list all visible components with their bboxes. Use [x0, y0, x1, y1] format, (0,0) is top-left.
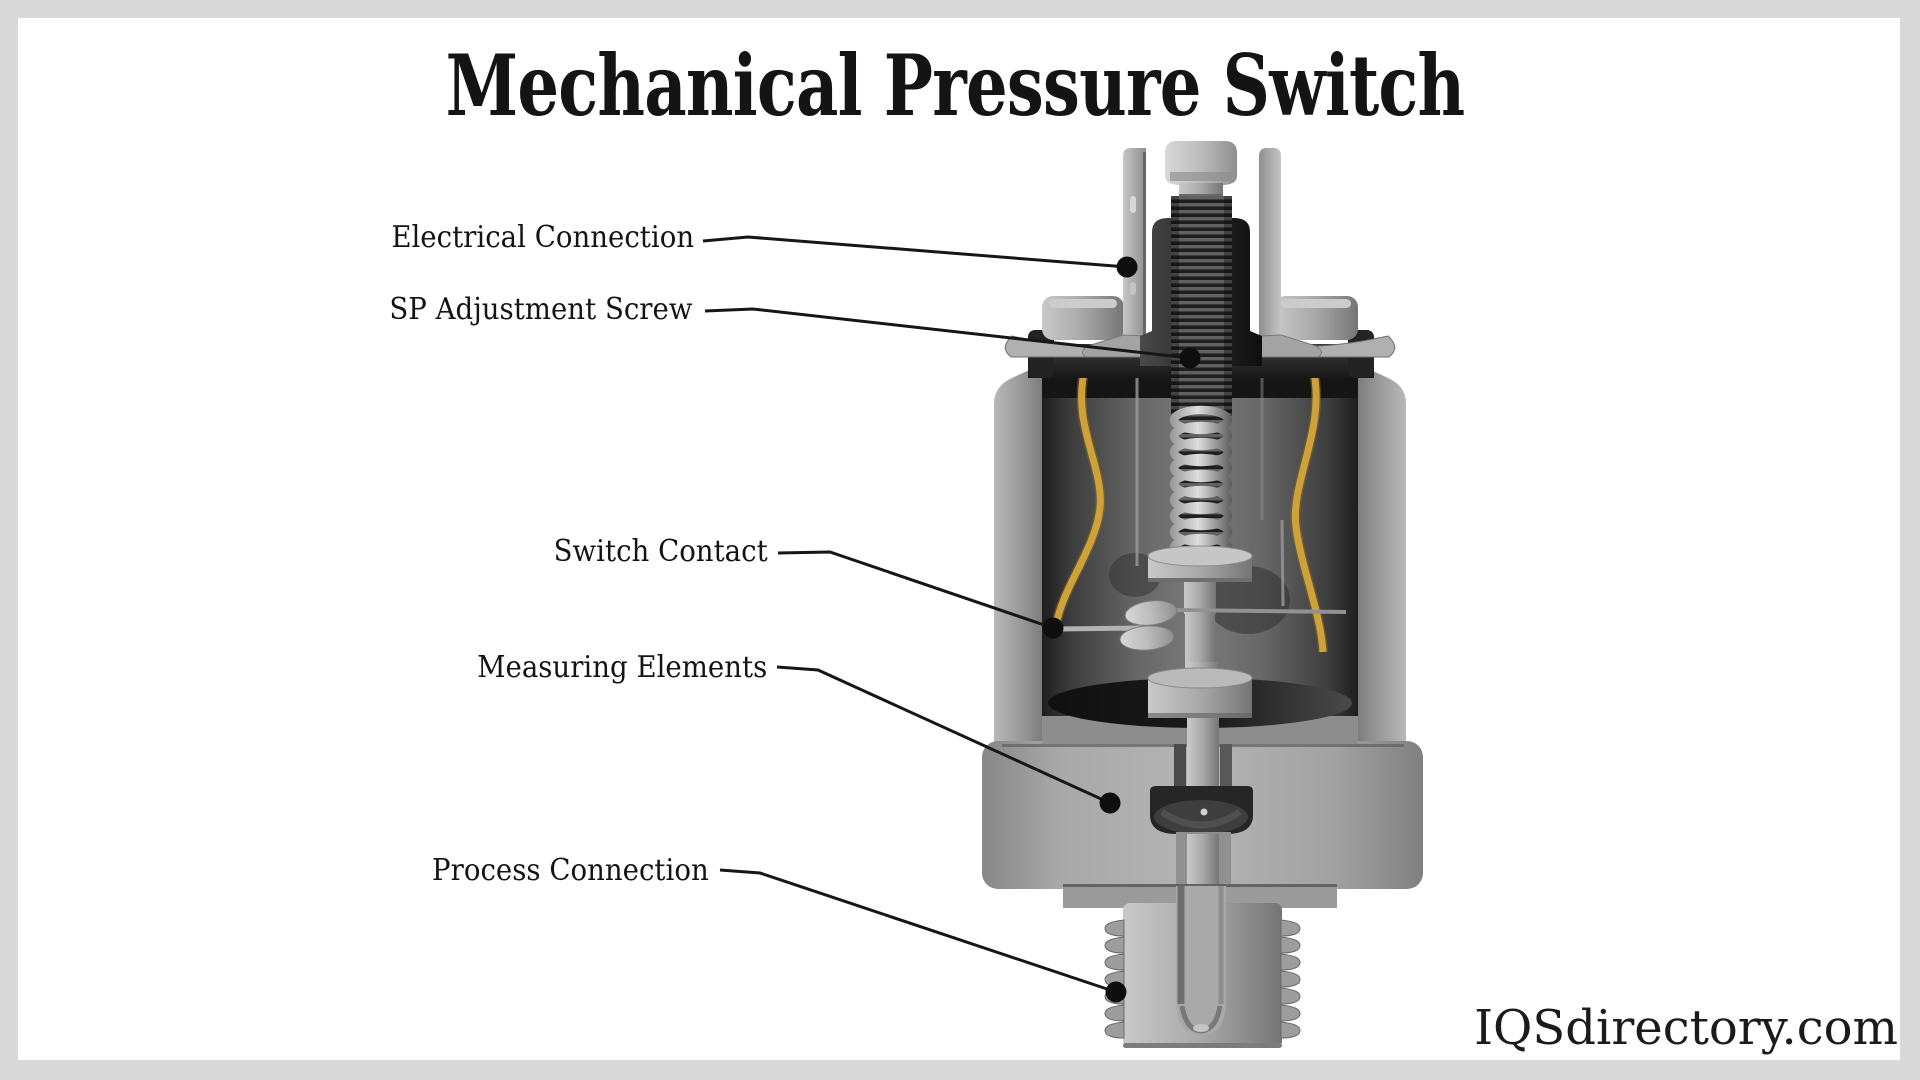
- base-bore-wall-right: [1220, 744, 1232, 794]
- range-spring: [1169, 405, 1233, 563]
- threaded-rod-behind-spring: [1178, 416, 1224, 552]
- leader-dot-switch-contact: [1042, 617, 1064, 639]
- thread-bottom-face: [1123, 1043, 1282, 1048]
- housing-shell-left: [994, 364, 1042, 743]
- measuring-disc-top: [1147, 667, 1253, 689]
- bracket-left-hole: [1130, 196, 1136, 213]
- threads-shade-left: [1171, 196, 1179, 416]
- bracket-left-edge: [1143, 152, 1146, 336]
- o-ring-glint: [1200, 808, 1208, 816]
- leader-line-measuring-elements: [776, 665, 1111, 805]
- pressure-switch-illustration: [982, 141, 1423, 1048]
- base-bore-wall-left: [1174, 744, 1186, 794]
- leader-line-process-connection: [719, 868, 1117, 994]
- switch-contact-lower: [1119, 625, 1175, 651]
- leader-line-switch-contact: [777, 550, 1054, 630]
- watermark-text: IQSdirectory.com: [1474, 1000, 1898, 1056]
- leader-line-sp-adjustment-screw: [704, 307, 1191, 360]
- screw-neck: [1179, 183, 1223, 197]
- label-process-connection: Process Connection: [432, 853, 709, 888]
- o-ring-torus: [1154, 800, 1248, 834]
- bore-bottom-highlight: [1193, 1024, 1209, 1032]
- guide-rod-right-lower: [1280, 519, 1285, 607]
- housing-shell-right: [1358, 364, 1406, 743]
- label-sp-adjustment-screw: SP Adjustment Screw: [388, 292, 692, 327]
- spring-seat-bottom-edge: [1148, 578, 1252, 582]
- sub-seal-stem: [1187, 834, 1219, 884]
- cavity-shadow-right: [1206, 566, 1290, 634]
- label-measuring-elements: Measuring Elements: [476, 650, 767, 685]
- switch-contact-upper: [1124, 600, 1178, 626]
- leader-dots: [1042, 256, 1201, 1003]
- process-connection-threads: [1104, 919, 1301, 1039]
- leader-line-electrical-connection: [702, 235, 1128, 269]
- bracket-right: [1259, 148, 1281, 338]
- leader-dot-measuring-elements: [1099, 792, 1121, 814]
- spring-seat-top: [1147, 545, 1253, 567]
- o-ring-sheen: [1160, 809, 1242, 829]
- page-title: Mechanical Pressure Switch: [445, 36, 1466, 135]
- contact-leaf-right: [1174, 608, 1347, 614]
- bracket-left-hole-lower: [1130, 282, 1136, 295]
- adjustment-screw-threads: [1171, 196, 1232, 416]
- terminal-cylinder-left-highlight: [1049, 299, 1117, 308]
- bracket-left: [1123, 148, 1146, 338]
- label-electrical-connection: Electrical Connection: [391, 220, 694, 255]
- connection-neck-seam: [1063, 884, 1337, 887]
- terminal-cylinder-right-highlight: [1281, 299, 1351, 308]
- bracket-right-foot: [1258, 334, 1322, 358]
- label-switch-contact: Switch Contact: [553, 534, 768, 569]
- threads-shade-right: [1224, 196, 1232, 416]
- leader-dot-process-connection: [1105, 981, 1127, 1003]
- screw-head-chamfer: [1170, 172, 1232, 181]
- measuring-disc-bottom-edge: [1148, 713, 1252, 718]
- wire-left: [1052, 367, 1104, 627]
- leader-dot-electrical-connection: [1116, 256, 1138, 278]
- bore-channel: [1176, 886, 1226, 1035]
- screw-neck-seam: [1179, 194, 1223, 197]
- canvas-background: [18, 18, 1900, 1060]
- contact-leaf-left: [1055, 625, 1143, 632]
- leader-lines: [702, 235, 1191, 994]
- leader-dot-sp-adjustment-screw: [1179, 347, 1201, 369]
